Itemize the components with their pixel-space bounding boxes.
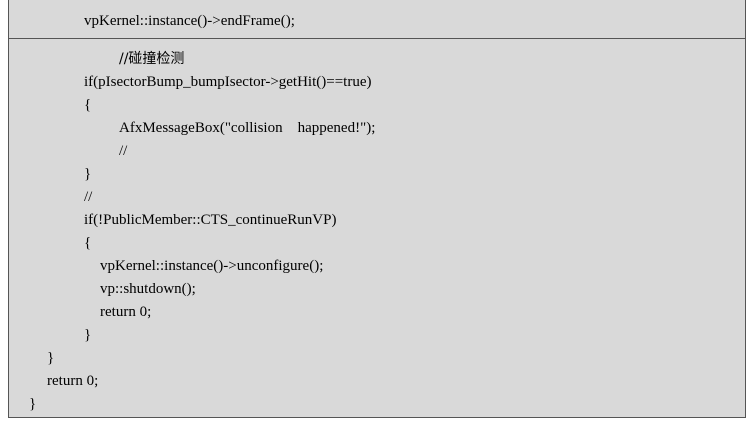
code-line-open-brace: { bbox=[84, 97, 92, 113]
code-row-top: vpKernel::instance()->endFrame(); bbox=[9, 0, 745, 39]
code-line-return: return 0; bbox=[47, 373, 99, 389]
code-block: vpKernel::instance()->endFrame(); //碰撞检测… bbox=[8, 0, 746, 418]
code-line-messagebox: AfxMessageBox("collision happened!"); bbox=[119, 120, 376, 136]
code-line-close-brace: } bbox=[84, 166, 92, 182]
code-line-open-brace: { bbox=[84, 235, 92, 251]
code-line-close-brace: } bbox=[29, 396, 37, 412]
code-line-return: return 0; bbox=[100, 304, 152, 320]
code-line-shutdown: vp::shutdown(); bbox=[100, 281, 196, 297]
code-line-close-brace: } bbox=[47, 350, 55, 366]
code-line-if-gethit: if(pIsectorBump_bumpIsector->getHit()==t… bbox=[84, 74, 372, 90]
code-line-comment: // bbox=[119, 143, 128, 159]
code-line-if-continue: if(!PublicMember::CTS_continueRunVP) bbox=[84, 212, 337, 228]
code-line-close-brace: } bbox=[84, 327, 92, 343]
code-line-comment: // bbox=[84, 189, 93, 205]
code-line-comment-collision: //碰撞检测 bbox=[119, 51, 185, 67]
code-line-unconfigure: vpKernel::instance()->unconfigure(); bbox=[100, 258, 324, 274]
code-row-main: //碰撞检测 if(pIsectorBump_bumpIsector->getH… bbox=[9, 39, 745, 417]
code-line-endframe: vpKernel::instance()->endFrame(); bbox=[84, 13, 295, 29]
